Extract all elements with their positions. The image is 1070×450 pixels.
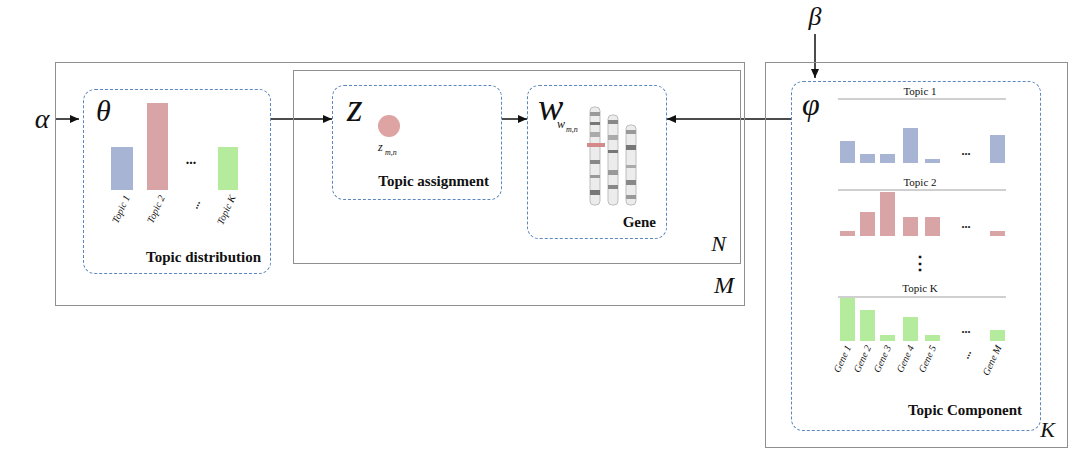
bar-chart	[147, 103, 168, 190]
topic-row	[990, 231, 1005, 236]
box-caption: Topic assignment	[378, 174, 489, 189]
ellipsis: ...	[962, 323, 971, 335]
gene-box: wGene	[527, 85, 667, 239]
chromosome	[608, 150, 618, 153]
bar-chart	[111, 147, 133, 190]
topic-row	[838, 190, 1006, 191]
topic-row	[860, 310, 875, 341]
box-caption: Gene	[623, 215, 656, 230]
topic-row	[838, 99, 1006, 341]
chromosome	[590, 122, 600, 125]
bar-chart	[218, 147, 238, 190]
ellipsis: ...	[960, 348, 973, 360]
arrow-connector	[667, 118, 791, 120]
topic-dot	[378, 115, 400, 137]
chromosome	[590, 190, 600, 195]
variable-symbol: φ	[802, 88, 820, 120]
topic-row	[990, 330, 1005, 341]
chromosome	[590, 132, 600, 137]
topic-row	[880, 154, 895, 163]
chromosome	[608, 185, 618, 189]
ellipsis: ...	[962, 145, 971, 157]
variable-symbol: θ	[96, 96, 111, 126]
topic-dot	[378, 115, 400, 137]
chromosome	[626, 130, 636, 134]
input-arrow	[56, 34, 815, 119]
chromosome	[590, 112, 600, 116]
variable-symbol: z	[347, 88, 363, 128]
ellipsis: ...	[189, 198, 202, 210]
topic-title: Topic 1	[903, 86, 936, 97]
chromosome	[608, 115, 618, 205]
variable-subscript: w	[557, 118, 565, 130]
topic-row	[840, 231, 855, 236]
chromosome	[626, 180, 636, 185]
topic-title: Topic 2	[903, 177, 936, 188]
topic-row	[903, 217, 918, 236]
plate-m: MθTopic distributionNzTopic assignmentwG…	[55, 62, 745, 306]
parameter-symbol: β	[809, 4, 822, 30]
topic-row	[903, 128, 918, 163]
chromosome	[587, 107, 636, 205]
axis-label: Gene 3	[872, 344, 893, 374]
chromosome	[590, 160, 600, 164]
chromosome	[626, 165, 636, 168]
topic-row	[880, 192, 895, 236]
ellipsis: ...	[962, 218, 971, 230]
chromosome	[608, 120, 618, 124]
variable-subscript: m,n	[385, 149, 397, 157]
topic-row	[880, 335, 895, 341]
chromosome	[590, 175, 600, 178]
topic-row	[840, 141, 855, 163]
topic-row	[860, 212, 875, 236]
axis-label: Gene 1	[832, 344, 853, 374]
topic-row	[840, 298, 855, 341]
chromosome	[590, 107, 600, 205]
topic-row	[925, 217, 940, 236]
ellipsis: ...	[186, 153, 197, 167]
topic-title: Topic K	[902, 283, 938, 294]
bar-chart	[111, 103, 238, 190]
plate-label: K	[1040, 419, 1055, 441]
box-caption: Topic distribution	[146, 250, 261, 265]
plate-n: NzTopic assignmentwGene	[293, 70, 741, 264]
chromosome	[587, 143, 605, 147]
chromosome	[608, 170, 618, 175]
arrow-connector	[502, 118, 527, 120]
topic-row	[903, 317, 918, 341]
chromosome	[608, 135, 618, 140]
topic-row	[925, 159, 940, 163]
axis-label: Gene M	[981, 344, 1004, 377]
arrow-connector	[271, 118, 332, 120]
input-arrow	[56, 118, 79, 120]
variable-subscript: z	[378, 141, 383, 153]
chromosome	[626, 145, 636, 150]
chromosome	[626, 125, 636, 205]
topic-assignment-box: zTopic assignment	[332, 85, 502, 200]
axis-label: Topic K	[215, 194, 237, 226]
topic-row	[990, 135, 1005, 163]
topic-row	[925, 335, 940, 341]
axis-label: Gene 5	[917, 344, 938, 374]
topic-row	[838, 99, 1006, 100]
topic-row	[860, 154, 875, 163]
box-caption: Topic Component	[908, 403, 1022, 418]
variable-subscript: m,n	[566, 126, 578, 134]
axis-label: Gene 2	[852, 344, 873, 374]
plate-label: M	[714, 273, 734, 297]
axis-label: Gene 4	[895, 344, 916, 374]
topic-distribution-box: θTopic distribution	[83, 89, 271, 274]
parameter-symbol: α	[35, 105, 50, 133]
plate-label: N	[711, 233, 726, 255]
axis-label: Topic 1	[110, 194, 131, 225]
axis-label: Topic 2	[145, 194, 166, 225]
input-arrow	[814, 34, 816, 78]
ellipsis: ⋮	[911, 254, 929, 272]
topic-row	[838, 297, 1006, 298]
chromosome	[626, 195, 636, 199]
